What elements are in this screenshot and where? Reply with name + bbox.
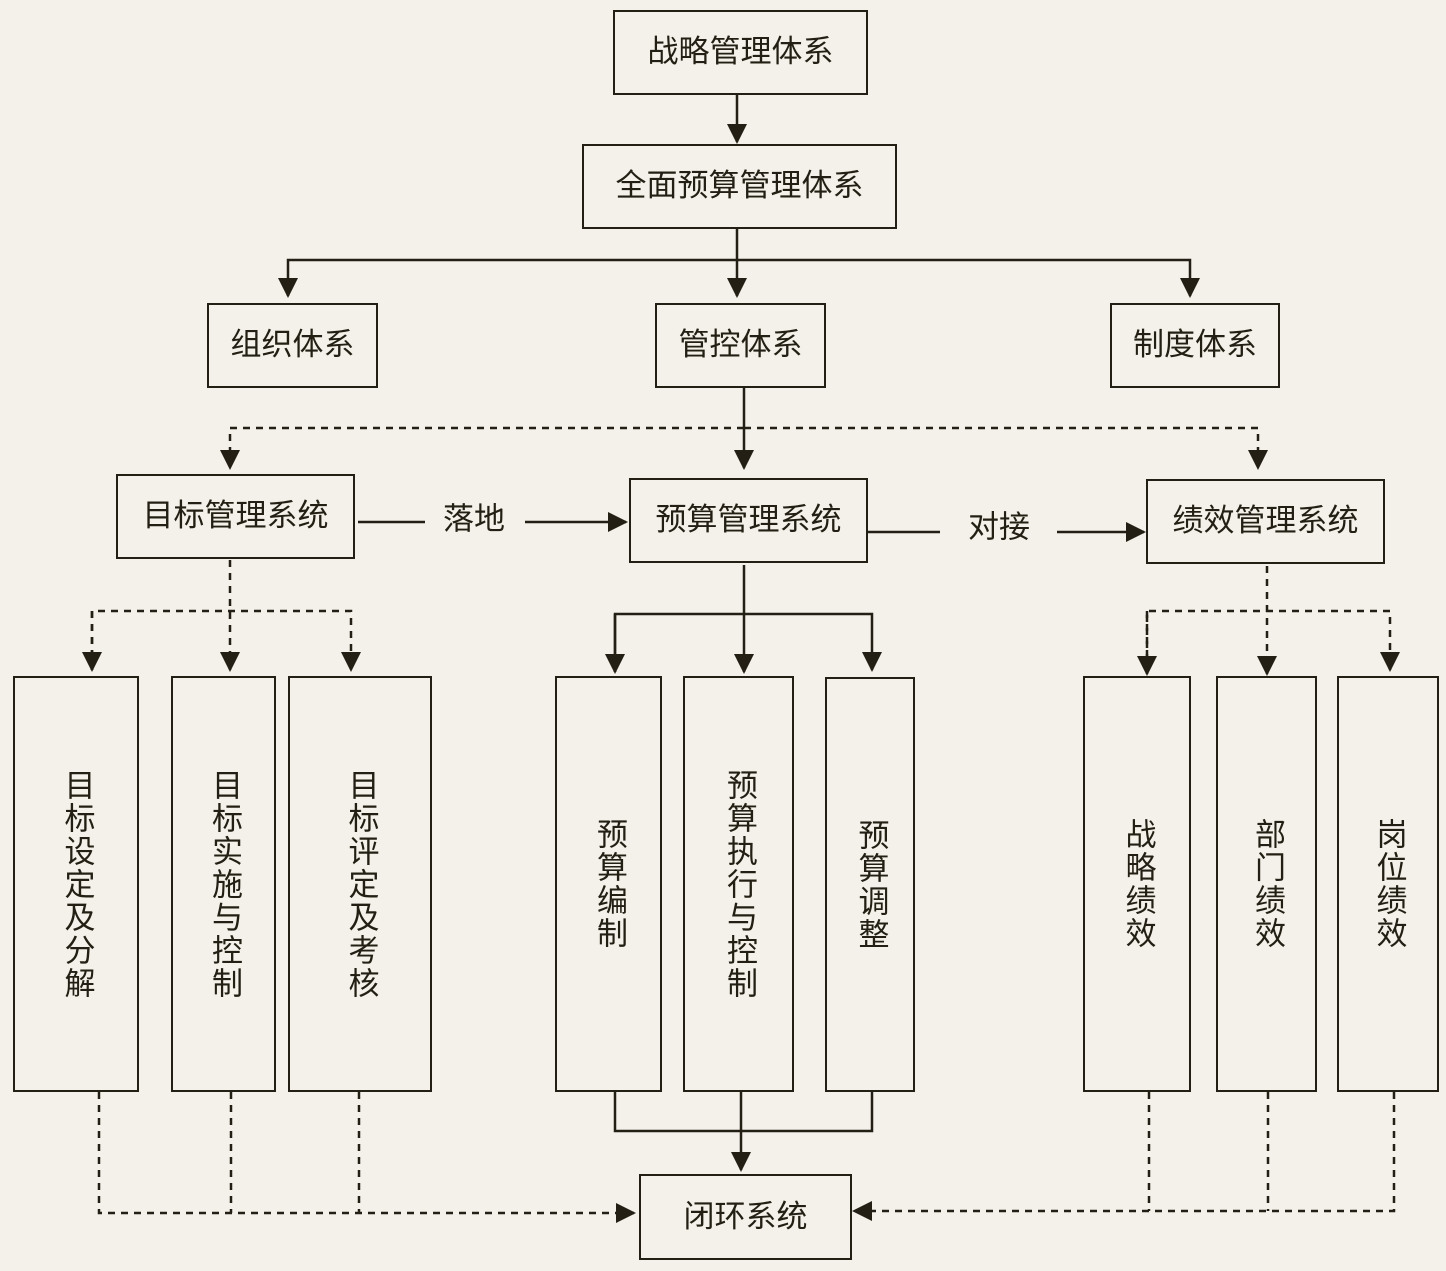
- node-label: 管控体系: [678, 327, 803, 363]
- arrow-to-org: [278, 258, 737, 298]
- node-label: 组织体系: [230, 327, 355, 363]
- node-label: 全面预算管理体系: [615, 168, 864, 204]
- node-target-evaluation: 目标评定及考核: [288, 676, 432, 1092]
- dashed-perf-to-loop: [852, 1092, 1396, 1221]
- node-budget-adjust: 预算调整: [825, 677, 915, 1092]
- arrow-to-policy: [737, 258, 1200, 298]
- node-strategy: 战略管理体系: [613, 10, 868, 95]
- node-dept-perf: 部门绩效: [1216, 676, 1317, 1092]
- edge-label-landing: 落地: [443, 501, 505, 538]
- node-target-implementation: 目标实施与控制: [171, 676, 276, 1092]
- node-label: 目标设定及分解: [58, 768, 95, 1000]
- node-label: 绩效管理系统: [1172, 503, 1359, 539]
- node-budget-system: 预算管理系统: [629, 478, 868, 563]
- node-strategy-perf: 战略绩效: [1083, 676, 1191, 1092]
- node-label: 预算编制: [591, 818, 627, 950]
- dashed-to-perf-system: [744, 426, 1268, 470]
- dashed-target-to-loop: [97, 1092, 636, 1223]
- node-label: 预算执行与控制: [721, 768, 757, 1000]
- dashed-to-target-system: [220, 426, 744, 470]
- merge-budget-bottom: [613, 1092, 874, 1133]
- node-policy-system: 制度体系: [1110, 303, 1280, 388]
- node-label: 部门绩效: [1249, 818, 1285, 950]
- node-label: 战略管理体系: [647, 34, 834, 70]
- node-label: 目标实施与控制: [206, 768, 242, 1000]
- edge-label-docking: 对接: [968, 509, 1030, 546]
- node-target-setting: 目标设定及分解: [13, 676, 139, 1092]
- node-budget-compile: 预算编制: [555, 676, 662, 1092]
- node-control-system: 管控体系: [655, 303, 826, 388]
- node-total-budget: 全面预算管理体系: [582, 144, 897, 229]
- node-perf-system: 绩效管理系统: [1146, 479, 1385, 564]
- node-label: 岗位绩效: [1370, 818, 1407, 950]
- node-closed-loop: 闭环系统: [639, 1174, 852, 1260]
- node-target-system: 目标管理系统: [116, 474, 355, 559]
- node-label: 战略绩效: [1119, 818, 1156, 950]
- node-label: 预算调整: [852, 818, 889, 951]
- dashed-to-strategy-perf: [1145, 609, 1400, 674]
- node-label: 制度体系: [1133, 327, 1257, 363]
- node-label: 预算管理系统: [655, 502, 842, 538]
- dashed-to-target-setting: [90, 609, 361, 672]
- node-label: 闭环系统: [683, 1198, 808, 1235]
- node-label: 目标评定及考核: [342, 768, 379, 1000]
- node-post-perf: 岗位绩效: [1337, 676, 1439, 1092]
- node-org-system: 组织体系: [207, 303, 378, 388]
- node-budget-execution: 预算执行与控制: [683, 676, 794, 1092]
- node-label: 目标管理系统: [142, 498, 329, 534]
